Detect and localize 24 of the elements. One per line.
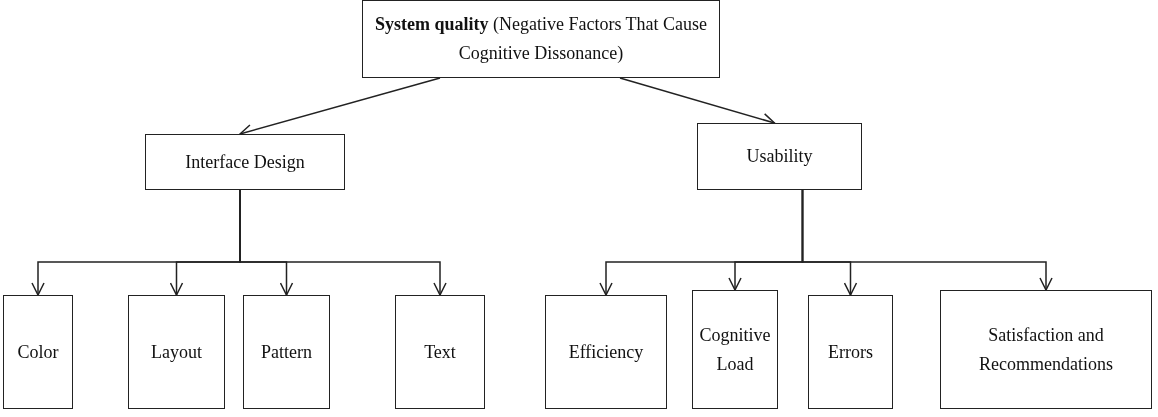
- text-box: [128, 295, 225, 409]
- text-box: [362, 0, 720, 78]
- box-label: Efficiency: [568, 340, 644, 364]
- text-box: [545, 295, 667, 409]
- box-label: Text: [424, 340, 456, 364]
- text-box: [808, 295, 893, 409]
- box-label: Errors: [828, 340, 873, 364]
- box-label: Satisfaction and Recommendations: [978, 323, 1114, 376]
- text-box: [697, 123, 862, 190]
- text-box: [243, 295, 330, 409]
- box-label: Pattern: [261, 340, 312, 364]
- box-label: System quality (Negative Factors That Cause Cognitive Dissonance): [373, 13, 709, 65]
- text-box: [692, 290, 778, 409]
- arrow: [239, 189, 447, 296]
- text-box: [395, 295, 485, 409]
- box-label: Color: [17, 340, 59, 364]
- box-label: Interface Design: [185, 150, 305, 174]
- box-label: Layout: [151, 340, 202, 364]
- box-label: Cognitive Load: [698, 323, 772, 376]
- text-box: [145, 134, 345, 190]
- text-box: [3, 295, 73, 409]
- text-box: [940, 290, 1152, 409]
- arrow: [801, 189, 1053, 291]
- box-label: Usability: [746, 145, 813, 169]
